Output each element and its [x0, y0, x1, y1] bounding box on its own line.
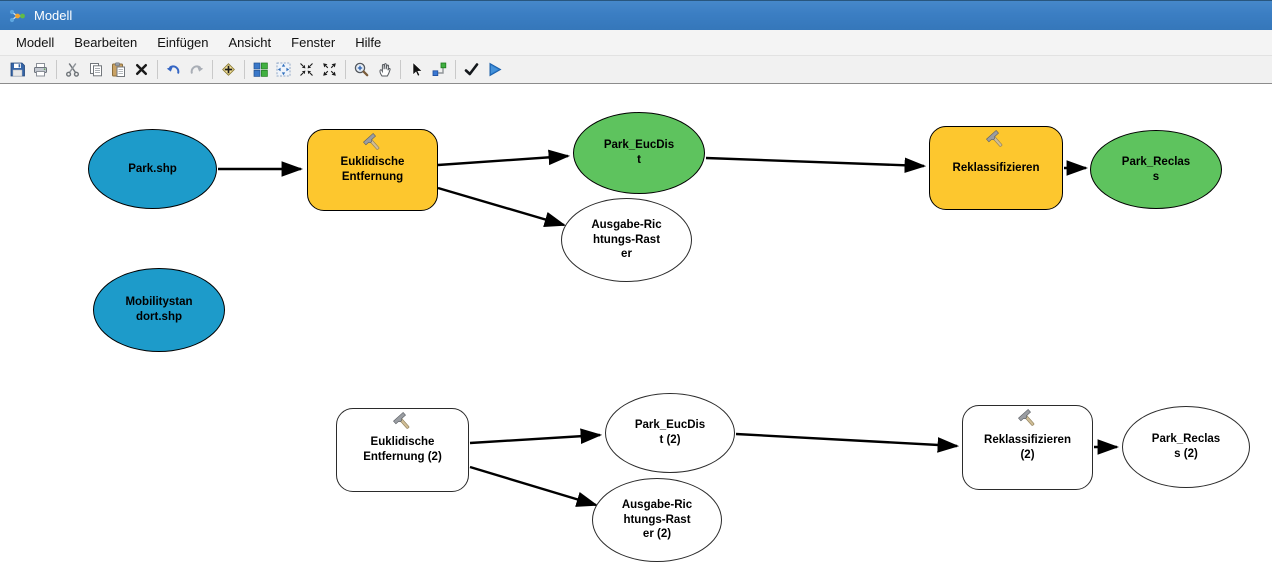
- add-data-icon: [222, 63, 235, 76]
- node-ausgabe-richtungs-raster[interactable]: Ausgabe-Ric htungs-Rast er: [561, 198, 692, 282]
- delete-button[interactable]: [130, 58, 153, 81]
- connector-tool-to-park-eucdist[interactable]: [437, 149, 571, 167]
- paste-button[interactable]: [107, 58, 130, 81]
- node-label: Park_Reclas s (2): [1151, 433, 1221, 460]
- node-mobilitystandort-shp[interactable]: Mobilitystan dort.shp: [93, 268, 225, 352]
- menu-hilfe[interactable]: Hilfe: [355, 35, 382, 50]
- redo-icon: [190, 65, 204, 74]
- validate-icon: [464, 63, 479, 76]
- connector-tool-to-ausgabe-raster[interactable]: [437, 186, 567, 227]
- validate-button[interactable]: [460, 58, 483, 81]
- run-button[interactable]: [483, 58, 506, 81]
- print-icon: [34, 63, 47, 77]
- model-canvas[interactable]: Park.shp Euklidische Entfernung Park_Euc…: [0, 84, 1272, 583]
- fixed-zoom-out-icon: [323, 63, 336, 76]
- hammer-tool-icon: [392, 412, 414, 432]
- undo-button[interactable]: [162, 58, 185, 81]
- fixed-zoom-in-icon: [300, 63, 313, 76]
- node-euklidische-entfernung-2[interactable]: Euklidische Entfernung (2): [336, 408, 469, 492]
- node-label: Ausgabe-Ric htungs-Rast er (2): [621, 498, 693, 541]
- toolbar-separator: [56, 60, 57, 79]
- window-title: Modell: [34, 8, 73, 23]
- modelbuilder-app-icon: [8, 7, 26, 25]
- node-reklassifizieren-2[interactable]: Reklassifizieren (2): [962, 405, 1093, 490]
- select-button[interactable]: [405, 58, 428, 81]
- menu-einfuegen[interactable]: Einfügen: [157, 35, 209, 50]
- connect-icon: [432, 62, 447, 77]
- hammer-tool-icon: [362, 133, 384, 153]
- cut-icon: [65, 63, 79, 77]
- menu-ansicht[interactable]: Ansicht: [228, 35, 272, 50]
- auto-layout-icon: [253, 62, 268, 77]
- cut-button[interactable]: [61, 58, 84, 81]
- menu-bearbeiten[interactable]: Bearbeiten: [74, 35, 138, 50]
- copy-icon: [90, 63, 102, 77]
- node-park-eucdist[interactable]: Park_EucDis t: [573, 112, 705, 194]
- add-data-button[interactable]: [217, 58, 240, 81]
- redo-button[interactable]: [185, 58, 208, 81]
- node-label: Park_Reclas s: [1121, 155, 1191, 183]
- node-park-reclass-2[interactable]: Park_Reclas s (2): [1122, 406, 1250, 488]
- node-label: Ausgabe-Ric htungs-Rast er: [591, 218, 662, 261]
- connect-button[interactable]: [428, 58, 451, 81]
- node-label: Park_EucDis t: [603, 139, 675, 166]
- menu-bar: Modell Bearbeiten Einfügen Ansicht Fenst…: [0, 30, 1272, 56]
- node-label: Reklassifizieren (2): [984, 433, 1071, 461]
- node-label: Mobilitystan dort.shp: [125, 296, 193, 323]
- copy-button[interactable]: [84, 58, 107, 81]
- toolbar-separator: [244, 60, 245, 79]
- toolbar-separator: [400, 60, 401, 79]
- connector-layer: [218, 149, 1120, 507]
- fixed-zoom-in-button[interactable]: [295, 58, 318, 81]
- connector-tool2-to-ausgabe-raster2[interactable]: [469, 465, 599, 507]
- node-reklassifizieren[interactable]: Reklassifizieren: [929, 126, 1063, 210]
- delete-icon: [135, 63, 148, 76]
- toolbar-separator: [157, 60, 158, 79]
- node-label: Reklassifizieren: [952, 161, 1040, 174]
- node-park-shp[interactable]: Park.shp: [88, 129, 217, 209]
- node-euklidische-entfernung[interactable]: Euklidische Entfernung: [307, 129, 438, 211]
- node-ausgabe-richtungs-raster-2[interactable]: Ausgabe-Ric htungs-Rast er (2): [592, 478, 722, 562]
- node-park-eucdist-2[interactable]: Park_EucDis t (2): [605, 393, 735, 473]
- paste-icon: [112, 62, 125, 77]
- pan-button[interactable]: [373, 58, 396, 81]
- fixed-zoom-out-button[interactable]: [318, 58, 341, 81]
- zoom-in-icon: [354, 62, 369, 77]
- main-toolbar: [0, 56, 1272, 84]
- pan-icon: [379, 63, 391, 77]
- toolbar-separator: [212, 60, 213, 79]
- full-extent-icon: [276, 62, 291, 77]
- menu-fenster[interactable]: Fenster: [291, 35, 336, 50]
- auto-layout-button[interactable]: [249, 58, 272, 81]
- node-label: Park_EucDis t (2): [634, 419, 706, 446]
- print-button[interactable]: [29, 58, 52, 81]
- title-bar: Modell: [0, 0, 1272, 30]
- hammer-tool-icon: [985, 130, 1007, 150]
- hammer-tool-icon: [1017, 409, 1039, 429]
- full-extent-button[interactable]: [272, 58, 295, 81]
- save-icon: [10, 62, 25, 77]
- node-label: Euklidische Entfernung (2): [363, 436, 442, 463]
- toolbar-separator: [345, 60, 346, 79]
- node-label: Park.shp: [128, 162, 177, 175]
- toolbar-separator: [455, 60, 456, 79]
- node-park-reclass[interactable]: Park_Reclas s: [1090, 130, 1222, 209]
- connector-park-eucdist-to-reklass[interactable]: [705, 156, 927, 174]
- connector-park-eucdist2-to-reklass2[interactable]: [735, 432, 960, 453]
- select-icon: [412, 61, 423, 77]
- zoom-in-button[interactable]: [350, 58, 373, 81]
- connector-tool2-to-park-eucdist2[interactable]: [469, 428, 603, 445]
- save-button[interactable]: [6, 58, 29, 81]
- node-label: Euklidische Entfernung: [340, 156, 405, 183]
- undo-icon: [166, 65, 180, 74]
- run-icon: [489, 62, 502, 77]
- menu-modell[interactable]: Modell: [16, 35, 55, 50]
